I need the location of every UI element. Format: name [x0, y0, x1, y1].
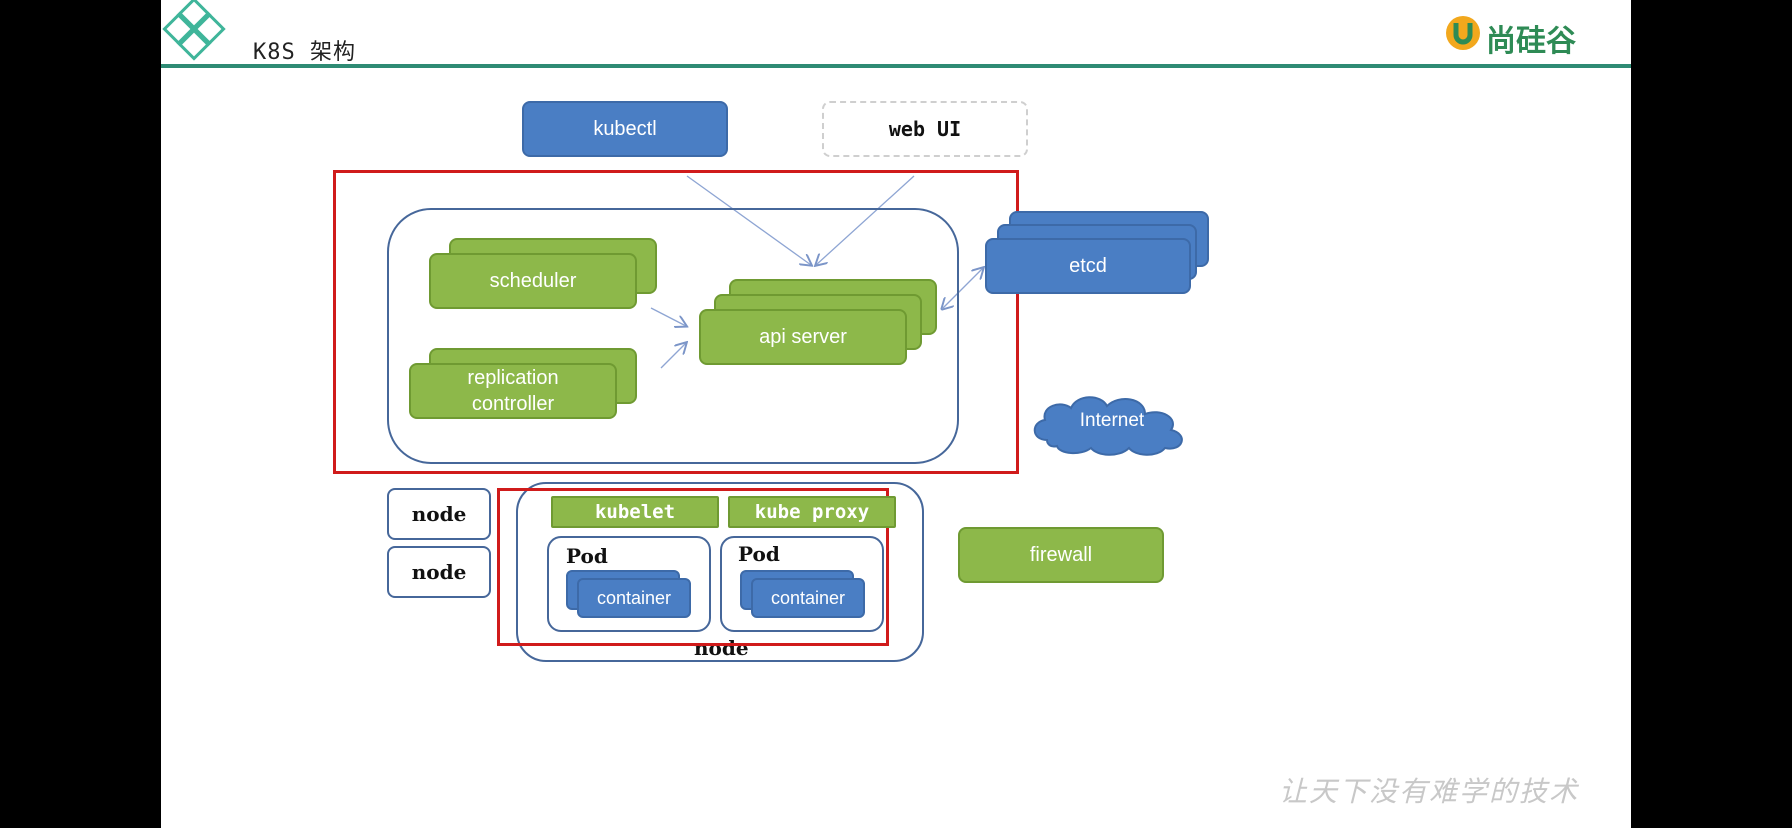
- node-box-a: node: [387, 488, 491, 540]
- kube-proxy-label: kube proxy: [754, 501, 870, 523]
- diamond-logo-icon: [162, 0, 226, 61]
- replication-label: replication: [467, 367, 559, 389]
- kubectl-label: kubectl: [593, 117, 657, 140]
- api-server-label: api server: [759, 325, 847, 348]
- etcd-label: etcd: [1069, 254, 1107, 277]
- api-server-box: api server: [699, 309, 907, 365]
- master-node-boundary: [387, 208, 959, 464]
- pod-right-label: Pod: [738, 542, 780, 566]
- container-right-label: container: [770, 587, 846, 608]
- slogan-watermark: 让天下没有难学的技术: [1279, 775, 1580, 808]
- firewall-label: firewall: [1029, 543, 1093, 566]
- scheduler-box: scheduler: [429, 253, 637, 309]
- kubelet-box: kubelet: [551, 496, 719, 528]
- internet-cloud-icon: [1033, 396, 1183, 456]
- worker-node-label: node: [694, 636, 749, 660]
- container-right-box: container: [751, 578, 865, 618]
- brand-name: 尚硅谷: [1486, 24, 1576, 59]
- worker-red-frame: [497, 488, 889, 646]
- header-divider: [161, 64, 1631, 68]
- page-title: K8S 架构: [253, 40, 356, 65]
- internet-label: Internet: [1079, 410, 1145, 431]
- web-ui-box: web UI: [822, 101, 1028, 157]
- kubelet-label: kubelet: [594, 501, 676, 523]
- kube-proxy-box: kube proxy: [728, 496, 896, 528]
- web-ui-label: web UI: [888, 117, 962, 141]
- container-left-box: container: [577, 578, 691, 618]
- controller-label: controller: [471, 393, 555, 415]
- node-box-b: node: [387, 546, 491, 598]
- pod-left-label: Pod: [566, 544, 608, 568]
- etcd-box: etcd: [985, 238, 1191, 294]
- brand-u-icon: [1446, 16, 1480, 50]
- firewall-box: firewall: [958, 527, 1164, 583]
- scheduler-label: scheduler: [489, 269, 577, 292]
- kubectl-box: kubectl: [522, 101, 728, 157]
- node-b-label: node: [411, 560, 467, 584]
- connector-arrows: [650, 175, 1631, 369]
- container-left-label: container: [596, 587, 672, 608]
- master-red-frame: [333, 170, 1019, 474]
- node-a-label: node: [411, 502, 467, 526]
- replication-controller-box: replication controller: [409, 363, 617, 419]
- slide: K8S 架构 尚硅谷 kubectl web UI: [161, 0, 1631, 828]
- worker-node-boundary: [516, 482, 924, 662]
